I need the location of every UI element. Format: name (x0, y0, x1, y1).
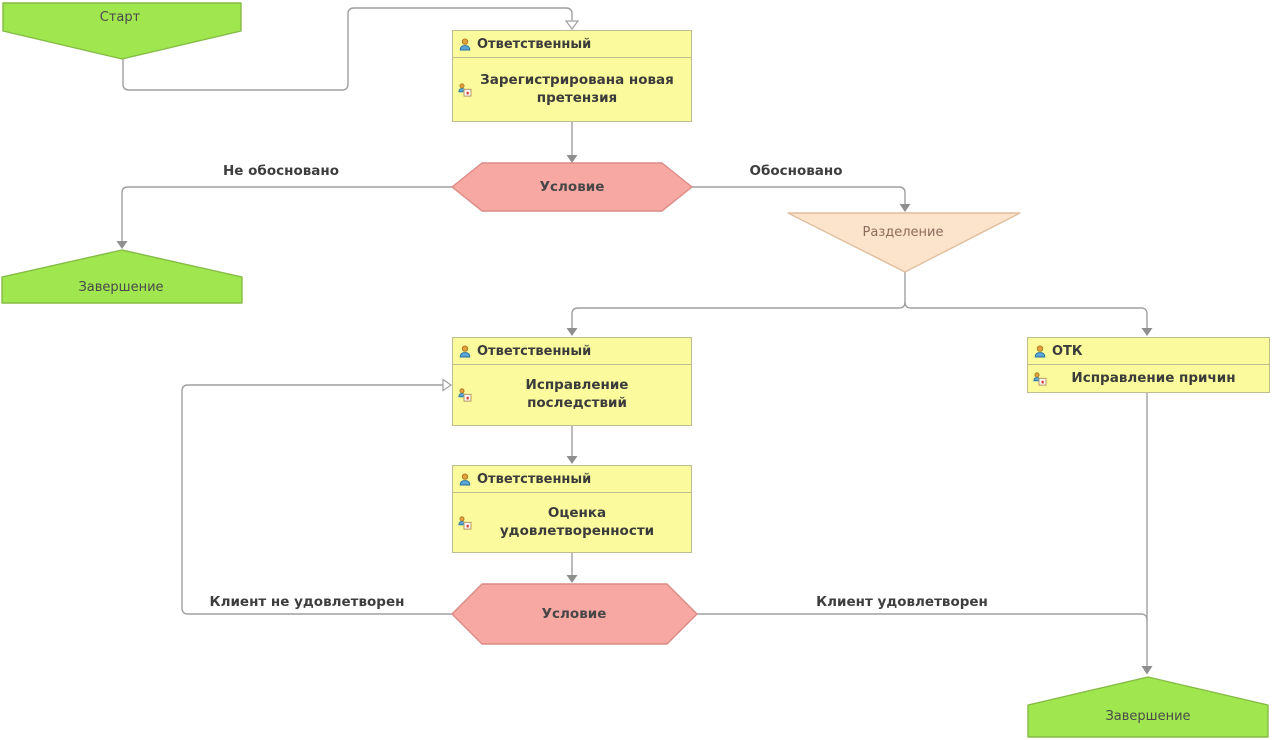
person-task-icon (458, 82, 472, 97)
connector-start-to-register[interactable] (122, 7, 580, 91)
end-node-left-label: Завершение (78, 280, 164, 295)
connector-register-to-condition1[interactable] (566, 122, 578, 163)
split-node-label: Разделение (862, 225, 944, 240)
person-icon (459, 37, 471, 50)
task-action-label: Исправление последствий (525, 377, 629, 411)
task-action-label: Зарегистрирована новая претензия (480, 71, 674, 106)
task-fix-consequences[interactable]: Ответственный Исправление последствий (452, 337, 692, 426)
task-action-label: Исправление причин (1071, 369, 1236, 386)
connector-split-to-fix-causes[interactable] (904, 301, 1153, 336)
arrowhead-icon (566, 328, 578, 336)
task-register-claim[interactable]: Ответственный Зарегистрирована новая пре… (452, 30, 692, 122)
task-role-label: ОТК (1052, 343, 1083, 359)
person-task-icon (458, 515, 472, 530)
open-arrowhead-icon (442, 378, 453, 392)
task-fix-causes-body: Исправление причин (1028, 365, 1269, 392)
connector-split-to-fix-consequences[interactable] (566, 272, 906, 336)
end-node-left-shape[interactable] (1, 249, 243, 304)
task-assess-satisfaction[interactable]: Ответственный Оценка удовлетворенности (452, 465, 692, 553)
edge-label-justified: Обосновано (749, 163, 843, 179)
arrowhead-icon (1141, 328, 1153, 336)
task-fix-consequences-header: Ответственный (453, 338, 691, 365)
person-icon (459, 344, 471, 357)
edge-label-client-satisfied: Клиент удовлетворен (816, 594, 988, 610)
task-action-label: Оценка удовлетворенности (499, 504, 655, 539)
arrowhead-icon (1141, 666, 1153, 675)
start-node-shape[interactable] (2, 2, 242, 60)
person-task-icon (458, 388, 472, 402)
open-arrowhead-icon (564, 20, 580, 30)
start-node-label: Старт (99, 10, 141, 25)
connector-fix-consequences-to-assess[interactable] (566, 426, 578, 464)
arrowhead-icon (566, 155, 578, 163)
person-icon (459, 472, 471, 485)
task-fix-causes[interactable]: ОТК Исправление причин (1027, 337, 1270, 393)
edge-label-not-justified: Не обосновано (223, 163, 339, 179)
end-node-right-shape[interactable] (1027, 676, 1269, 738)
connector-assess-to-condition2[interactable] (566, 553, 578, 583)
task-role-label: Ответственный (477, 36, 592, 52)
condition1-node-label: Условие (539, 179, 605, 195)
person-icon (1034, 344, 1046, 357)
split-node-shape[interactable] (787, 212, 1021, 273)
task-register-claim-body: Зарегистрирована новая претензия (453, 58, 691, 121)
condition2-node-label: Условие (541, 606, 607, 622)
person-task-icon (1033, 371, 1047, 386)
task-fix-consequences-body: Исправление последствий (453, 365, 691, 425)
connector-fix-causes-to-end[interactable] (1141, 393, 1153, 675)
task-role-label: Ответственный (477, 471, 592, 487)
condition2-node-shape[interactable] (451, 583, 698, 645)
arrowhead-icon (116, 241, 128, 249)
task-fix-causes-header: ОТК (1028, 338, 1269, 365)
connector-condition2-not-satisfied-loop[interactable] (181, 378, 453, 615)
task-role-label: Ответственный (477, 343, 592, 359)
connector-condition1-justified-to-split[interactable] (692, 186, 911, 212)
arrowhead-icon (566, 456, 578, 464)
task-assess-satisfaction-body: Оценка удовлетворенности (453, 493, 691, 552)
condition1-node-shape[interactable] (451, 162, 693, 212)
arrowhead-icon (899, 204, 911, 212)
arrowhead-icon (566, 575, 578, 583)
edge-label-client-not-satisfied: Клиент не удовлетворен (209, 594, 405, 610)
task-register-claim-header: Ответственный (453, 31, 691, 58)
connector-condition1-not-justified-to-end[interactable] (116, 186, 453, 249)
task-assess-satisfaction-header: Ответственный (453, 466, 691, 493)
connector-condition2-satisfied[interactable] (697, 613, 1148, 621)
end-node-right-label: Завершение (1105, 709, 1191, 724)
